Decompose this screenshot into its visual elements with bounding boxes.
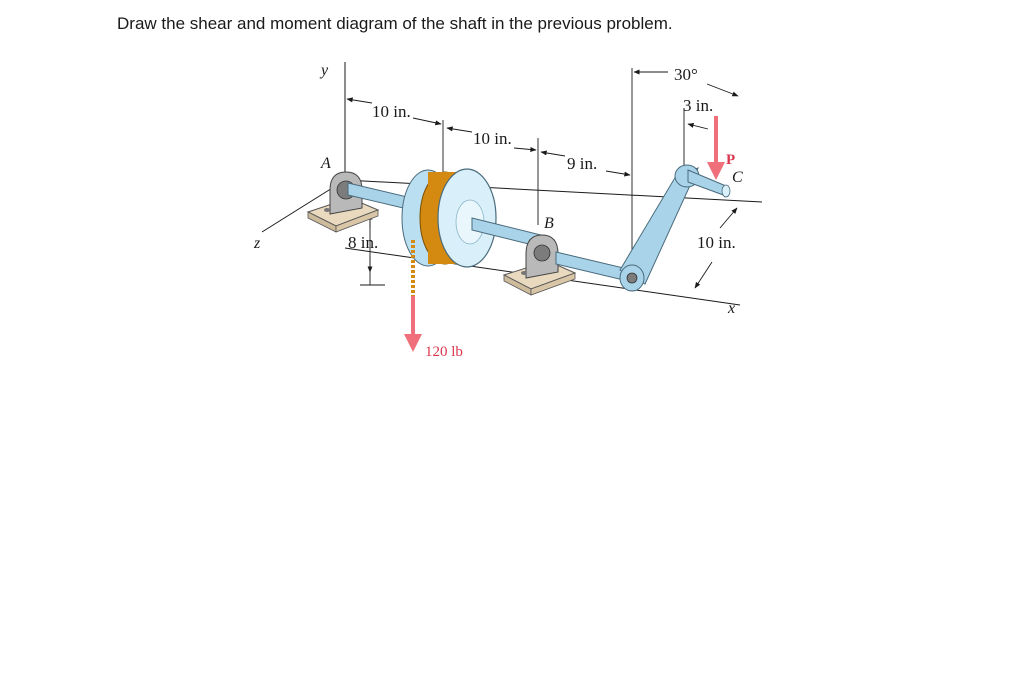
crank-arm <box>619 164 700 292</box>
dimension-pulley-radius: 8 in. <box>348 233 378 252</box>
dimension-handle-length: 3 in. <box>683 96 713 115</box>
bearing-A <box>306 171 380 233</box>
dimension-d3: 9 in. <box>567 154 597 173</box>
dimension-crank-length: 10 in. <box>697 233 736 252</box>
force-arrow-P <box>707 116 725 180</box>
z-axis-label: z <box>253 235 261 252</box>
point-C-label: C <box>732 169 743 186</box>
y-axis-label: y <box>319 62 329 79</box>
force-P-label: P <box>726 152 735 168</box>
dimension-arrows <box>346 69 739 289</box>
cable-load-label: 120 lb <box>425 344 463 360</box>
dimension-d2: 10 in. <box>473 129 512 148</box>
dimension-d1: 10 in. <box>372 102 411 121</box>
pulley <box>401 168 497 268</box>
load-arrow-120lb <box>404 296 422 352</box>
x-axis-label: x <box>727 300 735 317</box>
question-text: Draw the shear and moment diagram of the… <box>117 14 673 33</box>
point-A-label: A <box>320 155 331 172</box>
bearing-B <box>502 234 577 296</box>
handle-C <box>687 169 731 198</box>
dimension-angle: 30° <box>674 65 698 84</box>
point-B-label: B <box>544 215 554 232</box>
